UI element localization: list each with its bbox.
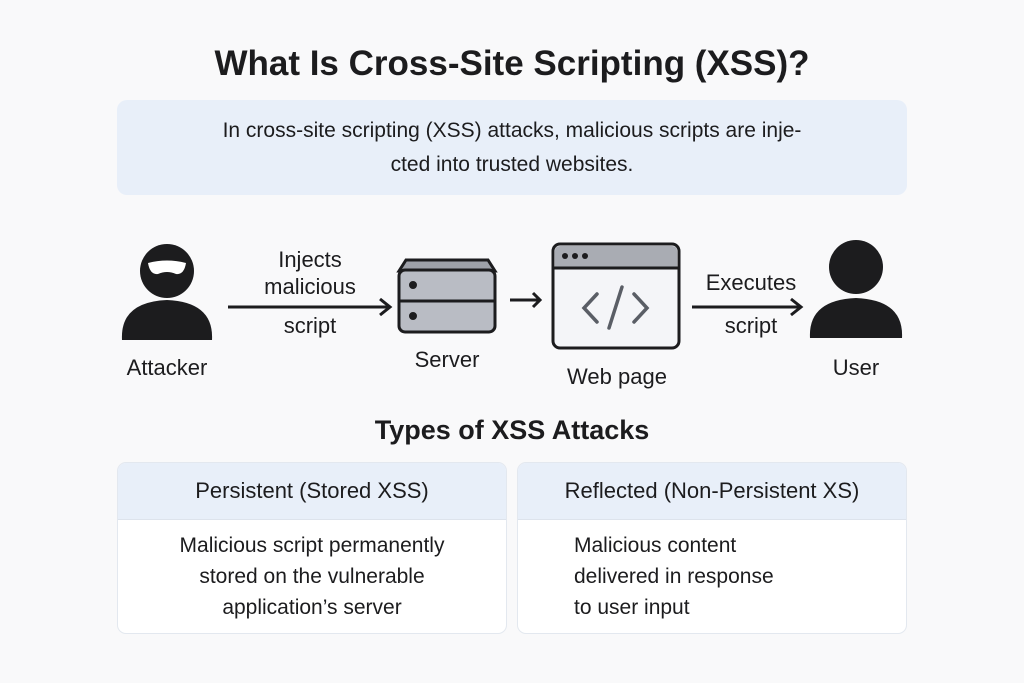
card-line: Malicious script permanently bbox=[179, 534, 445, 557]
attacker-icon bbox=[121, 244, 213, 340]
execute-label-script: script bbox=[724, 313, 778, 338]
arrow-inject-icon bbox=[228, 297, 393, 317]
card-line: Malicious content bbox=[574, 534, 737, 557]
intro-line-2: cted into trusted websites. bbox=[390, 153, 634, 176]
server-icon bbox=[396, 258, 498, 334]
intro-line-1: In cross-site scripting (XSS) attacks, m… bbox=[222, 119, 802, 142]
server-label: Server bbox=[414, 347, 480, 372]
card-title: Reflected (Non-Persistent XS) bbox=[518, 463, 906, 520]
card-line: to user input bbox=[574, 596, 690, 619]
arrow-small-icon bbox=[510, 291, 543, 309]
execute-label: Executes bbox=[705, 270, 797, 295]
attacker-label: Attacker bbox=[126, 355, 208, 380]
card-title: Persistent (Stored XSS) bbox=[118, 463, 506, 520]
card-line: stored on the vulnerable bbox=[199, 565, 425, 588]
arrow-execute-icon bbox=[692, 297, 804, 317]
user-icon bbox=[809, 240, 903, 338]
user-label: User bbox=[832, 355, 880, 380]
card-line: delivered in response bbox=[574, 565, 774, 588]
intro-box: In cross-site scripting (XSS) attacks, m… bbox=[117, 100, 907, 195]
webpage-label: Web page bbox=[567, 364, 667, 389]
card-line: application’s server bbox=[222, 596, 402, 619]
types-heading: Types of XSS Attacks bbox=[374, 415, 650, 445]
webpage-icon bbox=[551, 242, 681, 350]
card-reflected: Reflected (Non-Persistent XS) Malicious … bbox=[517, 462, 907, 634]
code-icon bbox=[581, 285, 650, 330]
card-persistent: Persistent (Stored XSS) Malicious script… bbox=[117, 462, 507, 634]
inject-label-script: script bbox=[283, 313, 337, 338]
page-title: What Is Cross-Site Scripting (XSS)? bbox=[214, 44, 810, 83]
flow-diagram bbox=[121, 240, 903, 350]
